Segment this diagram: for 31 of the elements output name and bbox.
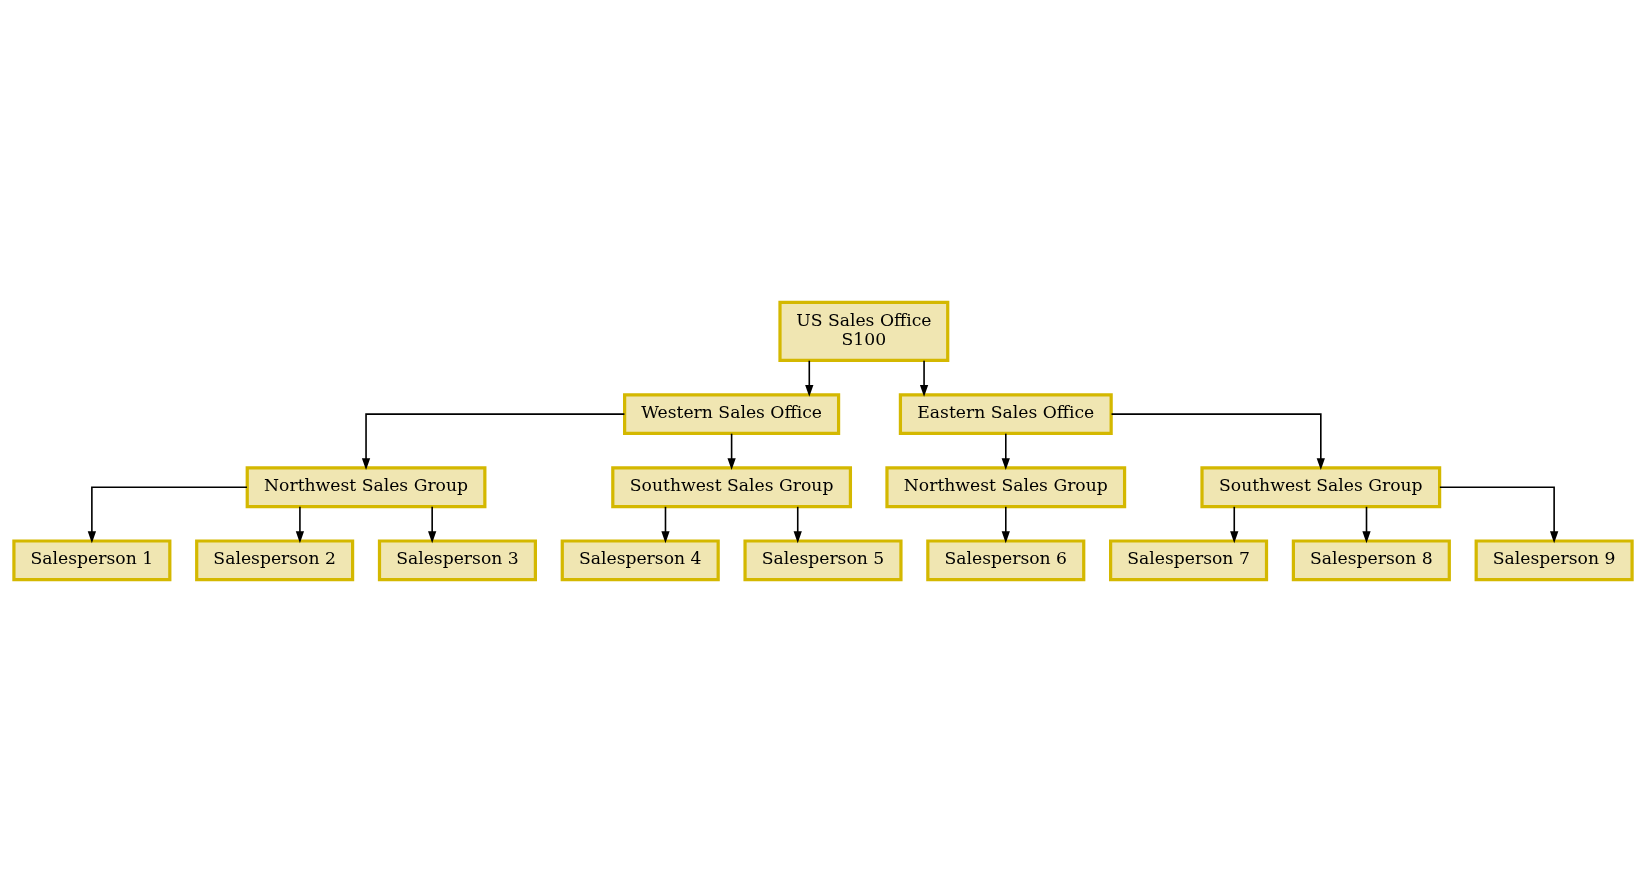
arrow <box>1230 506 1239 544</box>
arrow <box>919 359 929 397</box>
arrow <box>1001 506 1010 544</box>
node-box: Salesperson 7 <box>1109 539 1269 582</box>
arrow <box>1110 413 1325 471</box>
arrow <box>295 506 305 544</box>
arrow <box>1362 506 1371 544</box>
arrow <box>1001 432 1010 471</box>
arrow <box>661 506 670 544</box>
node-box: Salesperson 2 <box>195 539 355 582</box>
node-box: Salesperson 8 <box>1291 539 1451 582</box>
node-box: Salesperson 5 <box>743 539 903 582</box>
node-box: Salesperson 1 <box>12 539 172 582</box>
node-box: Salesperson 4 <box>560 539 720 582</box>
node-box: Salesperson 9 <box>1474 539 1634 582</box>
node-box: Southwest Sales Group <box>1200 466 1442 509</box>
node-box: Eastern Sales Office <box>898 393 1113 436</box>
node-box: Southwest Sales Group <box>611 466 853 509</box>
arrow <box>87 486 248 544</box>
arrow <box>727 432 736 471</box>
node-box: Western Sales Office <box>623 393 841 436</box>
arrow <box>805 359 814 397</box>
node-box: US Sales Office S100 <box>778 300 950 362</box>
node-box: Northwest Sales Group <box>245 466 487 509</box>
arrow <box>428 506 437 544</box>
node-box: Northwest Sales Group <box>885 466 1127 509</box>
arrow <box>1439 486 1559 544</box>
node-box: Salesperson 6 <box>926 539 1086 582</box>
arrow <box>793 506 802 544</box>
arrow <box>361 413 626 471</box>
node-box: Salesperson 3 <box>377 539 537 582</box>
